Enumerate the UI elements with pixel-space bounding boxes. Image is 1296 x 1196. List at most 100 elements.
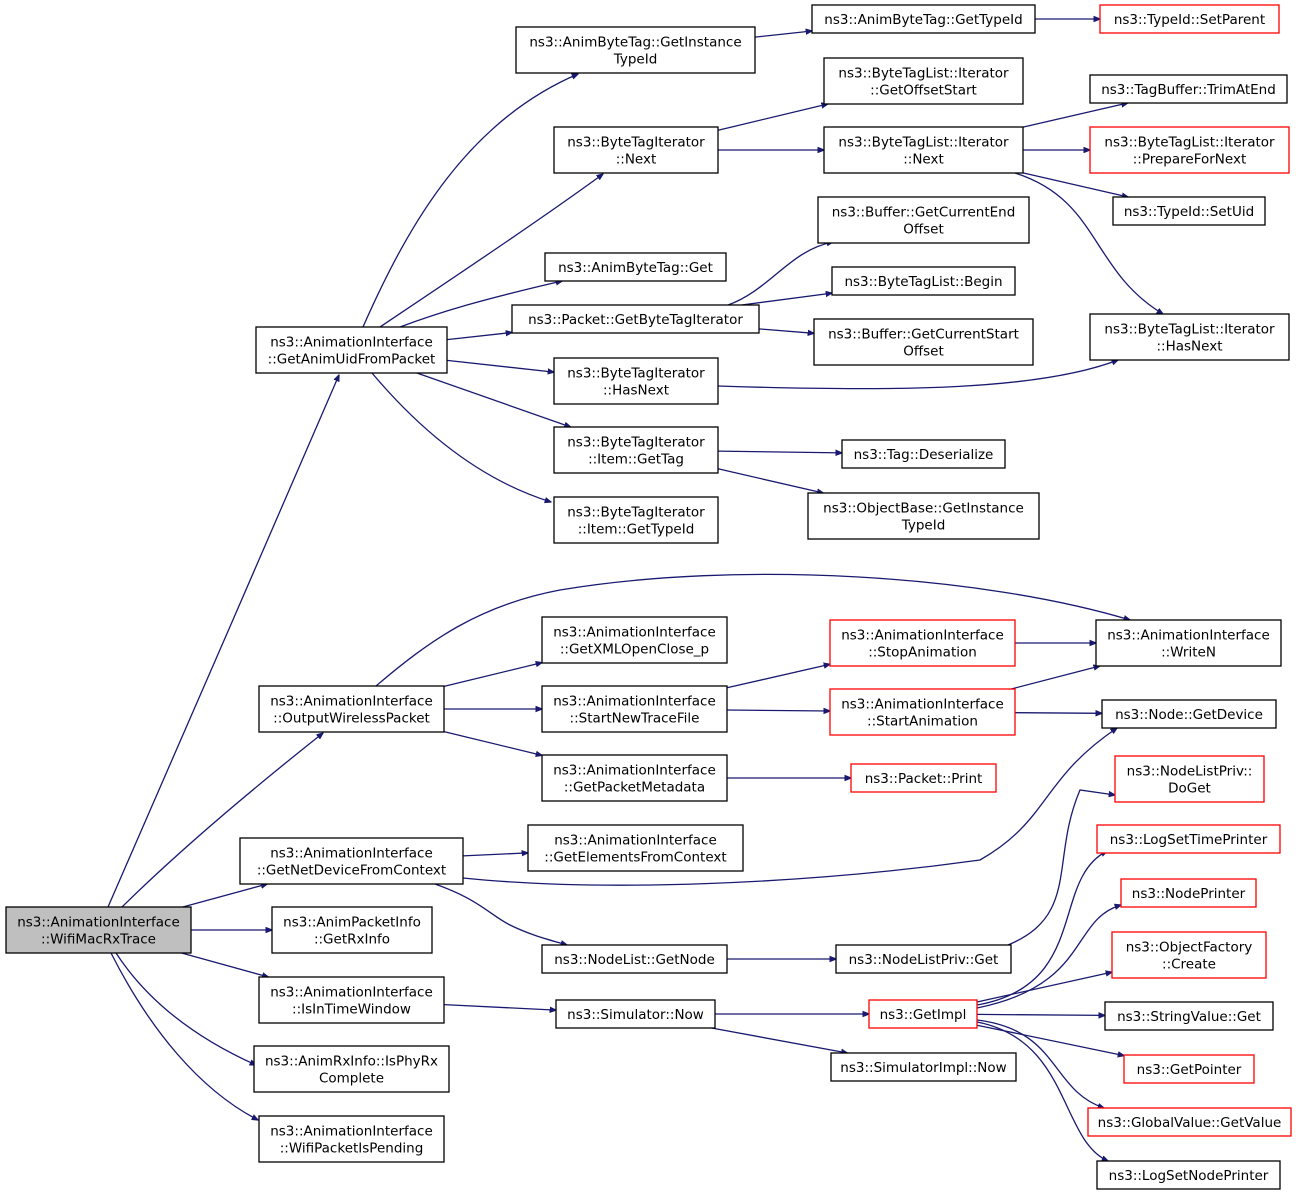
node-pktprint[interactable]: ns3::Packet::Print (850, 763, 997, 793)
edge-getanimuid-to-abtgetinst (362, 74, 578, 328)
node-box (817, 196, 1030, 244)
node-label-line: ns3::ByteTagList::Iterator (1104, 322, 1275, 338)
node-label-line: ::WifiMacRxTrace (41, 932, 156, 948)
edge-btlitnext-to-tidsetuid (1022, 172, 1128, 197)
node-box (258, 685, 445, 733)
node-aistopanim[interactable]: ns3::AnimationInterface::StopAnimation (829, 619, 1016, 667)
node-abtgettypeid[interactable]: ns3::AnimByteTag::GetTypeId (811, 4, 1036, 34)
node-btinext[interactable]: ns3::ByteTagIterator::Next (553, 126, 719, 174)
edge-aistartanim-to-nodegetdev (1014, 713, 1102, 714)
node-getnetdevice[interactable]: ns3::AnimationInterface::GetNetDeviceFro… (239, 837, 464, 885)
node-box (831, 266, 1016, 296)
node-simnow[interactable]: ns3::Simulator::Now (555, 999, 716, 1029)
edge-btiitemgettag-to-obgetinst (717, 468, 823, 493)
node-btihasnext[interactable]: ns3::ByteTagIterator::HasNext (553, 357, 719, 405)
node-btlithasnext[interactable]: ns3::ByteTagList::Iterator::HasNext (1089, 313, 1290, 361)
node-nlpdoget[interactable]: ns3::NodeListPriv::DoGet (1114, 755, 1265, 803)
node-label-line: ::HasNext (1156, 339, 1222, 355)
node-outputwireless[interactable]: ns3::AnimationInterface::OutputWirelessP… (258, 685, 445, 733)
node-box (1101, 699, 1277, 729)
edge-path (717, 451, 842, 453)
node-box (544, 252, 727, 282)
node-aistartanim[interactable]: ns3::AnimationInterface::StartAnimation (829, 688, 1016, 736)
edge-getnetdevice-to-aigetelems (462, 853, 528, 857)
node-pktgetbti[interactable]: ns3::Packet::GetByteTagIterator (511, 304, 760, 334)
edge-path (741, 293, 832, 306)
node-label-line: ns3::ObjectFactory (1126, 940, 1253, 956)
node-tidsetuid[interactable]: ns3::TypeId::SetUid (1112, 196, 1266, 226)
node-label-line: ::StopAnimation (868, 645, 977, 661)
node-box (811, 4, 1036, 34)
edge-path (1011, 666, 1100, 690)
node-box (553, 126, 719, 174)
node-aiwriten[interactable]: ns3::AnimationInterface::WriteN (1095, 619, 1282, 667)
node-aistartnew[interactable]: ns3::AnimationInterface::StartNewTraceFi… (541, 685, 728, 733)
node-getimpl[interactable]: ns3::GetImpl (868, 999, 978, 1029)
node-gvgetvalue[interactable]: ns3::GlobalValue::GetValue (1087, 1107, 1292, 1137)
node-aigetelems[interactable]: ns3::AnimationInterface::GetElementsFrom… (527, 824, 744, 872)
node-aigetxml[interactable]: ns3::AnimationInterface::GetXMLOpenClose… (541, 616, 728, 664)
node-box (515, 26, 756, 74)
edge-path (976, 905, 1121, 1009)
node-btiitemtypeid[interactable]: ns3::ByteTagIterator::Item::GetTypeId (553, 496, 719, 544)
node-label-line: ::GetOffsetStart (870, 83, 977, 99)
edge-path (443, 730, 542, 756)
node-btiitemgettag[interactable]: ns3::ByteTagIterator::Item::GetTag (553, 426, 719, 474)
node-label-line: ns3::NodePrinter (1132, 886, 1246, 902)
node-getanimuid[interactable]: ns3::AnimationInterface::GetAnimUidFromP… (255, 326, 448, 374)
edge-path (462, 853, 528, 857)
edge-root-to-getanimuid (107, 375, 339, 908)
edge-path (1014, 713, 1102, 714)
node-wifipending[interactable]: ns3::AnimationInterface::WifiPacketIsPen… (258, 1115, 445, 1163)
node-btlitoffset[interactable]: ns3::ByteTagList::Iterator::GetOffsetSta… (823, 57, 1024, 105)
node-tbtrim[interactable]: ns3::TagBuffer::TrimAtEnd (1089, 74, 1288, 104)
edge-path (976, 1019, 1104, 1108)
node-label-line: ::GetElementsFromContext (544, 850, 726, 866)
node-logsettime[interactable]: ns3::LogSetTimePrinter (1096, 824, 1281, 854)
node-logsetnode[interactable]: ns3::LogSetNodePrinter (1096, 1160, 1281, 1190)
node-label-line: ::StartNewTraceFile (570, 711, 700, 727)
node-btlbegin[interactable]: ns3::ByteTagList::Begin (831, 266, 1016, 296)
edge-getnetdevice-to-nodegetdev (462, 728, 1117, 886)
node-box (1089, 313, 1290, 361)
node-btlitnext[interactable]: ns3::ByteTagList::Iterator::Next (823, 126, 1024, 174)
node-objfactcreate[interactable]: ns3::ObjectFactory::Create (1111, 931, 1267, 979)
node-strvalget[interactable]: ns3::StringValue::Get (1104, 1001, 1274, 1031)
node-box (1087, 1107, 1292, 1137)
node-nlgetnode[interactable]: ns3::NodeList::GetNode (541, 944, 728, 974)
node-label-line: ::PrepareForNext (1133, 152, 1247, 168)
node-tagdeser[interactable]: ns3::Tag::Deserialize (841, 439, 1006, 469)
edge-path (110, 952, 258, 1120)
node-btlitprep[interactable]: ns3::ByteTagList::Iterator::PrepareForNe… (1089, 126, 1290, 174)
node-label-line: ns3::ByteTagList::Iterator (1104, 135, 1275, 151)
node-aigetmeta[interactable]: ns3::AnimationInterface::GetPacketMetada… (541, 754, 728, 802)
node-label-line: ns3::TypeId::SetParent (1114, 12, 1265, 28)
node-box (1123, 1054, 1255, 1084)
node-nodeprinter[interactable]: ns3::NodePrinter (1120, 878, 1257, 908)
node-label-line: ns3::AnimRxInfo::IsPhyRx (265, 1054, 438, 1070)
node-isintimewindow[interactable]: ns3::AnimationInterface::IsInTimeWindow (258, 976, 445, 1024)
node-label-line: ns3::AnimationInterface (553, 694, 716, 710)
node-simimplnow[interactable]: ns3::SimulatorImpl::Now (830, 1052, 1017, 1082)
node-root[interactable]: ns3::AnimationInterface::WifiMacRxTrace (5, 906, 192, 954)
node-abtget[interactable]: ns3::AnimByteTag::Get (544, 252, 727, 282)
node-label-line: ns3::Node::GetDevice (1115, 707, 1263, 723)
node-label-line: ns3::SimulatorImpl::Now (840, 1060, 1006, 1076)
node-tidsetparent[interactable]: ns3::TypeId::SetParent (1099, 4, 1280, 34)
node-getrxinfo[interactable]: ns3::AnimPacketInfo::GetRxInfo (271, 906, 433, 954)
node-box (1089, 74, 1288, 104)
node-nodegetdev[interactable]: ns3::Node::GetDevice (1101, 699, 1277, 729)
node-getpointer[interactable]: ns3::GetPointer (1123, 1054, 1255, 1084)
edge-getnetdevice-to-nlgetnode (434, 883, 567, 945)
node-nlpget[interactable]: ns3::NodeListPriv::Get (835, 944, 1012, 974)
edge-path (362, 74, 578, 328)
node-label-line: ns3::ByteTagIterator (567, 366, 705, 382)
edge-path (107, 375, 339, 908)
node-label-line: ns3::AnimByteTag::GetTypeId (824, 12, 1022, 28)
node-box (258, 976, 445, 1024)
